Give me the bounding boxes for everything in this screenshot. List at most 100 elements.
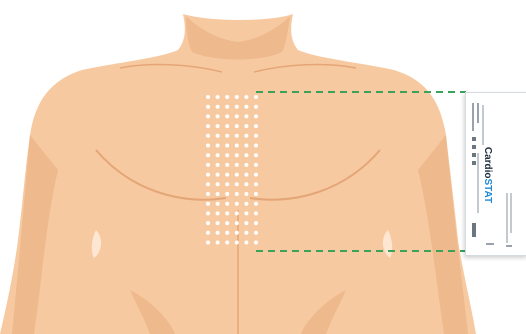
electrode-dot	[235, 124, 239, 128]
electrode-dot	[206, 211, 210, 215]
electrode-dot	[216, 153, 220, 157]
electrode-dot	[235, 241, 239, 245]
electrode-dot	[235, 144, 239, 148]
electrode-dot	[254, 182, 258, 186]
electrode-dot	[225, 241, 229, 245]
cardiostat-device: CardioSTAT	[465, 92, 526, 256]
electrode-dot	[216, 202, 220, 206]
electrode-dot	[254, 134, 258, 138]
electrode-dot	[206, 231, 210, 235]
electrode-dot	[225, 163, 229, 167]
electrode-dot	[254, 153, 258, 157]
electrode-dot	[235, 95, 239, 99]
electrode-dot	[244, 211, 248, 215]
electrode-dot	[225, 221, 229, 225]
electrode-dot	[216, 114, 220, 118]
electrode-dot	[244, 153, 248, 157]
electrode-dot	[206, 153, 210, 157]
electrode-dot	[225, 105, 229, 109]
electrode-dot	[206, 163, 210, 167]
electrode-dot	[225, 153, 229, 157]
electrode-dot	[254, 114, 258, 118]
device-label-art	[466, 93, 526, 255]
electrode-dot	[216, 173, 220, 177]
electrode-dot	[254, 144, 258, 148]
electrode-dot	[254, 221, 258, 225]
electrode-dot	[216, 134, 220, 138]
electrode-dot	[235, 182, 239, 186]
electrode-dot	[206, 144, 210, 148]
electrode-dot	[235, 105, 239, 109]
electrode-dot	[206, 241, 210, 245]
electrode-dot	[254, 105, 258, 109]
electrode-dot	[216, 231, 220, 235]
electrode-dot	[225, 124, 229, 128]
electrode-dot	[225, 173, 229, 177]
electrode-dot	[235, 114, 239, 118]
electrode-dot	[225, 231, 229, 235]
electrode-dot	[225, 95, 229, 99]
device-brand-text: CardioSTAT	[482, 145, 492, 205]
electrode-dot	[254, 202, 258, 206]
electrode-dot	[216, 211, 220, 215]
electrode-dot	[244, 134, 248, 138]
electrode-dot	[216, 182, 220, 186]
electrode-dot	[254, 211, 258, 215]
electrode-dot	[206, 202, 210, 206]
electrode-dot	[254, 95, 258, 99]
electrode-dot	[235, 231, 239, 235]
electrode-dot	[235, 153, 239, 157]
electrode-dot	[206, 221, 210, 225]
electrode-dot	[235, 202, 239, 206]
electrode-dot	[244, 241, 248, 245]
electrode-dot	[206, 173, 210, 177]
electrode-dot	[235, 211, 239, 215]
electrode-dot	[225, 211, 229, 215]
brand-stat: STAT	[482, 179, 493, 204]
electrode-dot	[216, 144, 220, 148]
electrode-dot	[244, 124, 248, 128]
electrode-dot	[235, 173, 239, 177]
electrode-dot	[225, 134, 229, 138]
electrode-dot	[244, 202, 248, 206]
electrode-dot	[206, 114, 210, 118]
electrode-dot	[254, 124, 258, 128]
electrode-dot	[244, 114, 248, 118]
electrode-dot	[244, 163, 248, 167]
electrode-dot	[254, 231, 258, 235]
electrode-dot	[225, 114, 229, 118]
electrode-dot	[244, 192, 248, 196]
electrode-dot	[225, 182, 229, 186]
electrode-dot	[206, 105, 210, 109]
electrode-dot	[254, 192, 258, 196]
electrode-dot	[244, 144, 248, 148]
electrode-dot	[206, 182, 210, 186]
electrode-dot	[206, 134, 210, 138]
electrode-dot	[216, 221, 220, 225]
electrode-dot	[225, 192, 229, 196]
electrode-dot	[225, 202, 229, 206]
electrode-dot	[216, 192, 220, 196]
electrode-dot	[244, 173, 248, 177]
electrode-dot	[235, 134, 239, 138]
electrode-dot	[225, 144, 229, 148]
electrode-dot	[216, 124, 220, 128]
electrode-dot	[254, 173, 258, 177]
electrode-dot	[216, 163, 220, 167]
electrode-dot	[216, 105, 220, 109]
electrode-dot	[216, 241, 220, 245]
electrode-dot	[244, 231, 248, 235]
brand-cardio: Cardio	[482, 147, 493, 179]
electrode-dot	[206, 192, 210, 196]
electrode-dot	[244, 95, 248, 99]
electrode-dot	[206, 95, 210, 99]
electrode-dot	[235, 221, 239, 225]
electrode-dot	[244, 221, 248, 225]
electrode-dot	[244, 105, 248, 109]
electrode-dot	[206, 124, 210, 128]
electrode-dot	[254, 163, 258, 167]
electrode-dot	[235, 192, 239, 196]
electrode-dot	[235, 163, 239, 167]
